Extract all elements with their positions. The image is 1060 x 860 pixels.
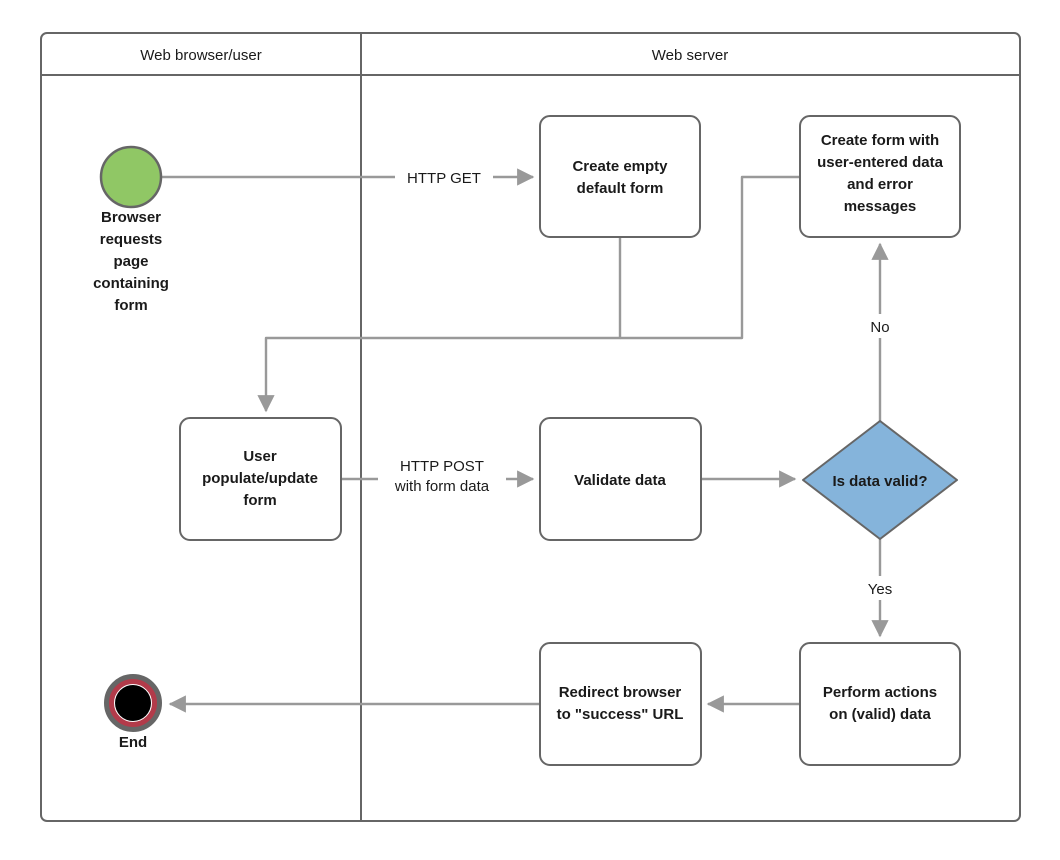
edge-label-http-get-text: HTTP GET [407, 170, 481, 187]
end-outer-ring-icon [104, 674, 162, 732]
start-caption-line-5: form [114, 297, 147, 314]
start-caption-line-3: page [113, 253, 148, 270]
start-caption-line-2: requests [100, 231, 163, 248]
node-end[interactable]: End [104, 674, 162, 751]
perform-actions-box[interactable] [799, 642, 961, 766]
node-is-data-valid[interactable]: Is data valid? [802, 420, 958, 540]
edge-label-http-get-backdrop [395, 164, 493, 190]
create-form-errors-box[interactable] [799, 115, 961, 238]
user-populate-line-1: User [243, 448, 277, 465]
lane-title-browser: Web browser/user [140, 47, 261, 64]
user-populate-line-3: form [243, 492, 276, 509]
start-circle-icon[interactable] [99, 145, 163, 209]
redirect-browser-line-2: to "success" URL [557, 706, 684, 723]
perform-actions-line-1: Perform actions [823, 684, 937, 701]
edge-label-yes: Yes [860, 576, 900, 600]
user-populate-form-box[interactable] [179, 417, 342, 541]
create-form-errors-line-4: messages [844, 198, 917, 215]
decision-label: Is data valid? [832, 473, 927, 490]
edge-create-form-errors-to-merge-rail [620, 175, 799, 340]
swimlane-frame [40, 32, 1021, 822]
lane-header-browser: Web browser/user [140, 47, 261, 64]
create-form-errors-line-2: user-entered data [817, 154, 944, 171]
edge-label-http-post-backdrop [378, 448, 506, 494]
perform-actions-line-2: on (valid) data [829, 706, 931, 723]
decision-diamond-shape[interactable] [802, 420, 958, 540]
edge-create-empty-form-to-user-populate [257, 237, 622, 413]
node-start[interactable]: Browser requests page containing form [93, 145, 169, 314]
redirect-browser-line-1: Redirect browser [559, 684, 682, 701]
edge-label-yes-backdrop [860, 576, 900, 600]
edge-label-no-backdrop [862, 314, 898, 338]
redirect-browser-box[interactable] [539, 642, 702, 766]
lane-header-server: Web server [652, 47, 728, 64]
node-validate-data[interactable]: Validate data [539, 417, 702, 541]
validate-data-box[interactable] [539, 417, 702, 541]
connectors [162, 168, 889, 713]
edge-label-http-post-line1: HTTP POST [400, 458, 484, 475]
end-red-ring-icon [109, 679, 157, 727]
edge-label-http-post-line2: with form data [394, 478, 490, 495]
edge-label-http-get: HTTP GET [395, 164, 493, 190]
create-empty-form-line-2: default form [577, 180, 664, 197]
end-inner-disc-icon[interactable] [115, 685, 151, 721]
edge-label-http-post: HTTP POST with form data [378, 448, 506, 495]
node-redirect-browser[interactable]: Redirect browser to "success" URL [539, 642, 702, 766]
node-create-form-errors[interactable]: Create form with user-entered data and e… [799, 115, 961, 238]
node-perform-actions[interactable]: Perform actions on (valid) data [799, 642, 961, 766]
end-caption: End [119, 734, 147, 751]
create-empty-form-box[interactable] [539, 115, 701, 238]
node-create-empty-form[interactable]: Create empty default form [539, 115, 701, 238]
start-caption-line-1: Browser [101, 209, 161, 226]
edge-label-yes-text: Yes [868, 581, 892, 598]
create-form-errors-line-3: and error [847, 176, 913, 193]
validate-data-line-1: Validate data [574, 472, 666, 489]
edge-label-no-text: No [870, 319, 889, 336]
edge-label-no: No [862, 314, 898, 338]
start-caption-line-4: containing [93, 275, 169, 292]
lane-title-server: Web server [652, 47, 728, 64]
create-empty-form-line-1: Create empty [572, 158, 668, 175]
node-user-populate-form[interactable]: User populate/update form [179, 417, 342, 541]
user-populate-line-2: populate/update [202, 470, 318, 487]
create-form-errors-line-1: Create form with [821, 132, 939, 149]
swimlane-outer-border [40, 32, 1021, 822]
